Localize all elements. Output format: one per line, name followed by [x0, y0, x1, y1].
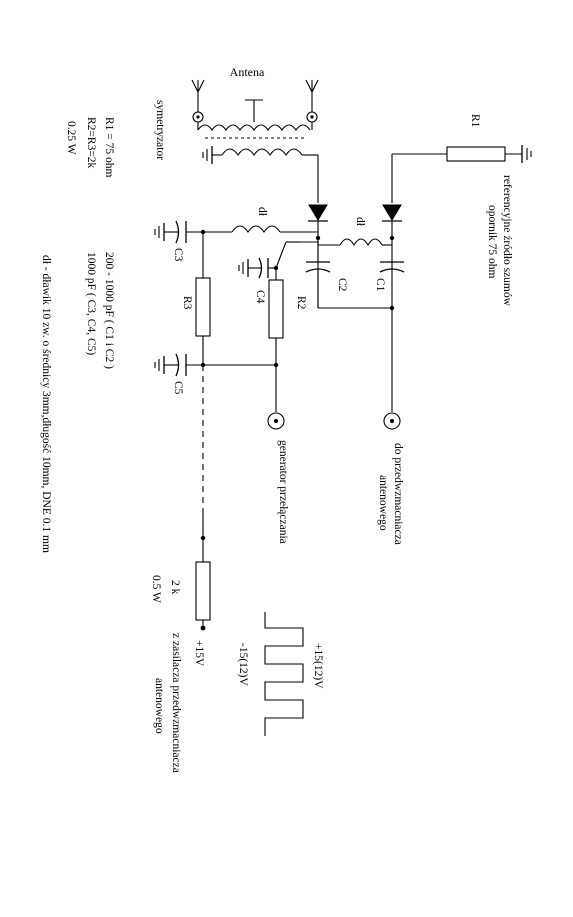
capacitor-c4	[238, 241, 300, 279]
symmetrizer-transformer	[197, 122, 319, 203]
connector-switch-generator	[267, 412, 285, 430]
choke-left-label: dł	[256, 207, 268, 217]
resistor-r2	[268, 268, 284, 412]
choke-left	[203, 225, 318, 233]
resistor-r3	[195, 232, 211, 365]
c3-label: C3	[172, 248, 184, 262]
pulse-low-label: -15(12)V	[237, 643, 249, 686]
resistor-power-label: 0.5 W	[150, 575, 162, 603]
supply-from-line2: antenowego	[153, 678, 165, 734]
r1-reference-resistor	[391, 145, 532, 203]
ref-source-line2: opornik 75 ohm	[486, 205, 498, 279]
r2-label: R2	[295, 296, 307, 310]
note-r1-value: R1 = 75 ohm	[103, 117, 115, 178]
note-cap2: 1000 pF ( C3, C4, C5)	[85, 252, 97, 355]
pulse-high-label: +15(12)V	[312, 643, 324, 689]
to-preamp-line2: antenowego	[377, 475, 389, 531]
choke-right-label: dł	[354, 217, 366, 227]
c1-label: C1	[374, 278, 386, 292]
note-power: 0.25 W	[65, 121, 77, 155]
antenna-label: Antena	[230, 65, 265, 79]
to-preamp-line1: do przedwzmacniacza	[392, 443, 404, 545]
note-r2-r3-value: R2=R3=2k	[85, 117, 97, 169]
c4-label: C4	[254, 290, 266, 304]
antenna-symbol	[191, 79, 319, 123]
diode-antenna-path	[308, 204, 328, 222]
ref-source-line1: referencyjne źródło szumów	[501, 175, 513, 307]
resistor-2k-label: 2 k	[169, 580, 181, 595]
r3-label: R3	[181, 296, 193, 310]
c2-label: C2	[336, 278, 348, 292]
supply-from-line1: z zasilacza przedwzmacniacza	[170, 633, 182, 773]
note-choke: dł - dławik 10 zw. o średnicy 3mm,długoś…	[40, 255, 52, 553]
supply-line	[195, 365, 211, 631]
connector-preamp	[383, 412, 401, 430]
choke-right	[318, 238, 392, 247]
capacitor-c5	[154, 353, 203, 377]
supply-voltage-label: +15V	[193, 640, 205, 667]
diode-reference-path	[382, 204, 402, 222]
capacitor-c1	[379, 261, 405, 273]
pulse-waveform	[264, 612, 304, 736]
c5-label: C5	[172, 381, 184, 395]
symmetrizer-label: symetryzator	[154, 100, 166, 160]
switch-generator-label: generator przełączania	[277, 440, 289, 544]
capacitor-c3	[154, 220, 203, 244]
capacitor-c2	[305, 238, 331, 308]
r1-label: R1	[469, 114, 481, 128]
note-cap1: 200 - 1000 pF ( C1 i C2 )	[103, 252, 115, 369]
